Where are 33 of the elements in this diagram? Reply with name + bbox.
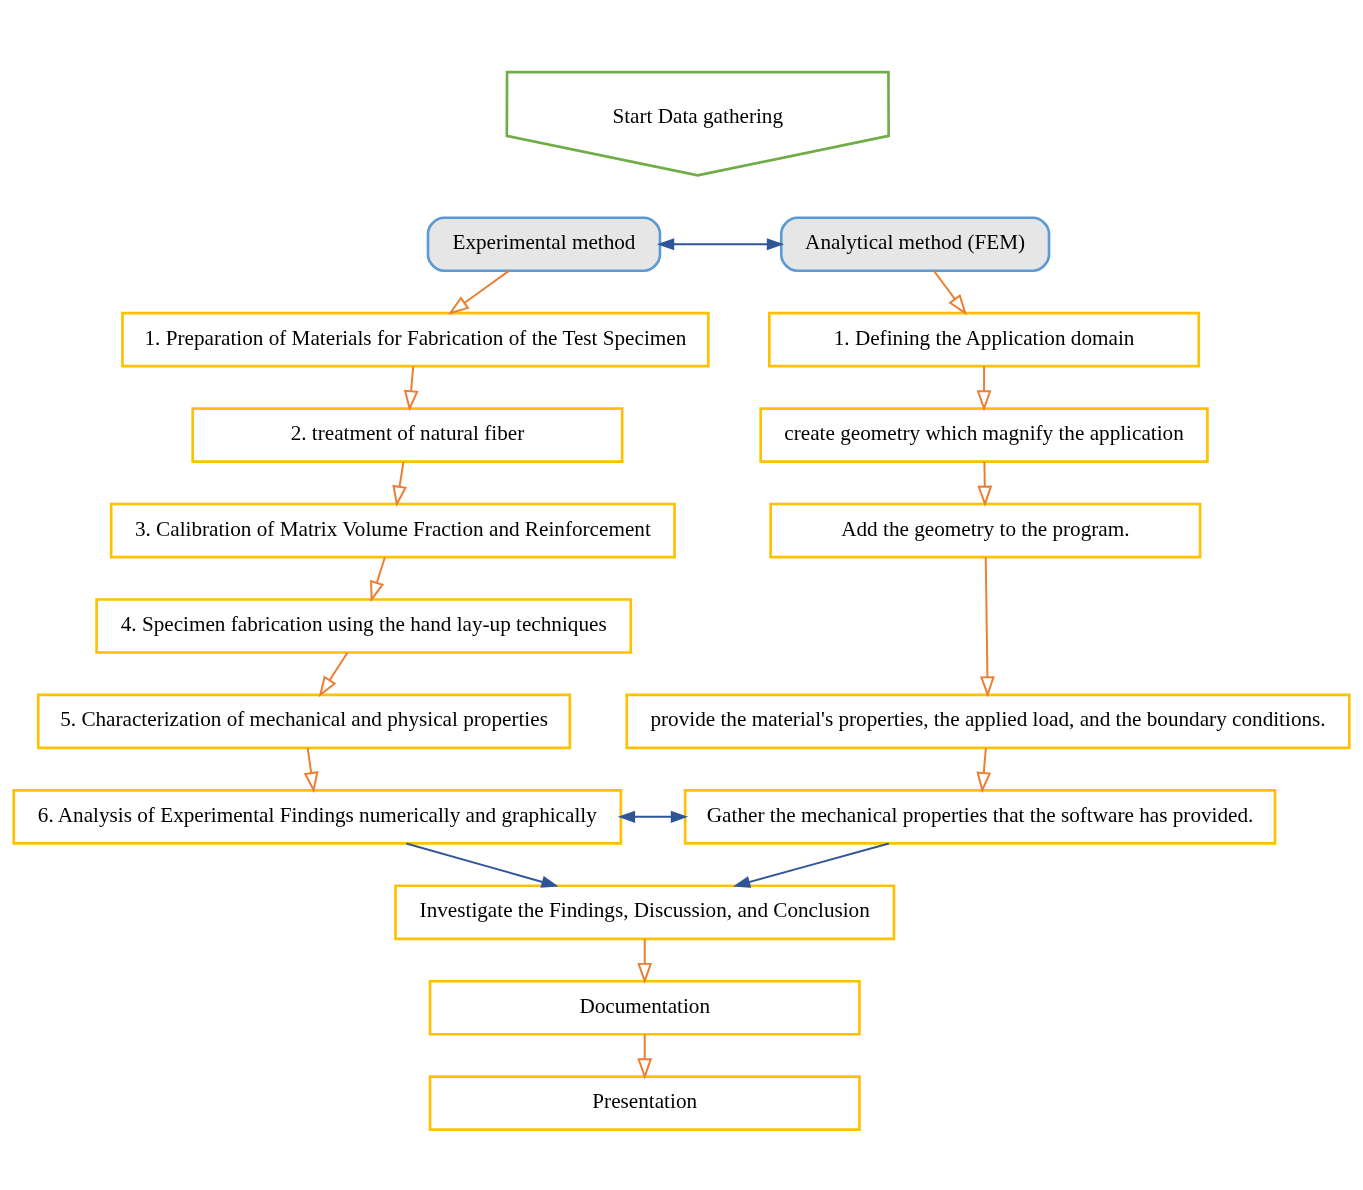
arrow bbox=[977, 460, 993, 507]
arrow bbox=[448, 269, 510, 315]
node-box: Add the geometry to the program. bbox=[769, 502, 1202, 558]
arrow bbox=[656, 237, 785, 250]
node-box: Analytical method (FEM) bbox=[779, 215, 1051, 272]
node-box: 1. Preparation of Materials for Fabrication of the Test Specimen bbox=[121, 311, 710, 367]
node-box: 5. Characterization of mechanical and physical properties bbox=[36, 693, 572, 749]
node-box: 6. Analysis of Experimental Findings numerically and graphically bbox=[12, 788, 623, 845]
arrow bbox=[617, 810, 689, 823]
arrow bbox=[980, 555, 995, 698]
node-box: 3. Calibration of Matrix Volume Fraction and Reinforcement bbox=[109, 502, 676, 558]
node-box: provide the material's properties, the applied load, and the boundary conditions. bbox=[625, 693, 1351, 749]
node-box: Documentation bbox=[428, 979, 861, 1036]
arrow bbox=[370, 555, 386, 602]
node-box: Experimental method bbox=[426, 215, 662, 272]
arrow bbox=[932, 269, 968, 315]
node-box: 1. Defining the Application domain bbox=[768, 311, 1201, 367]
arrow bbox=[403, 364, 419, 411]
node-box: Investigate the Findings, Discussion, and Conclusion bbox=[394, 883, 896, 940]
node-box: Gather the mechanical properties that the software has provided. bbox=[683, 788, 1277, 845]
arrow bbox=[303, 746, 319, 793]
arrow bbox=[976, 746, 992, 793]
node-box: create geometry which magnify the application bbox=[759, 406, 1209, 463]
arrow bbox=[318, 651, 349, 697]
node-box: Presentation bbox=[428, 1074, 861, 1131]
arrow bbox=[637, 1032, 653, 1080]
arrow bbox=[392, 460, 408, 507]
node-box: 4. Specimen fabrication using the hand lay-up techniques bbox=[95, 597, 633, 654]
node-box: 2. treatment of natural fiber bbox=[191, 406, 624, 463]
arrow bbox=[976, 364, 992, 411]
arrow bbox=[637, 937, 653, 984]
arrow bbox=[733, 841, 890, 888]
arrow bbox=[405, 841, 559, 888]
